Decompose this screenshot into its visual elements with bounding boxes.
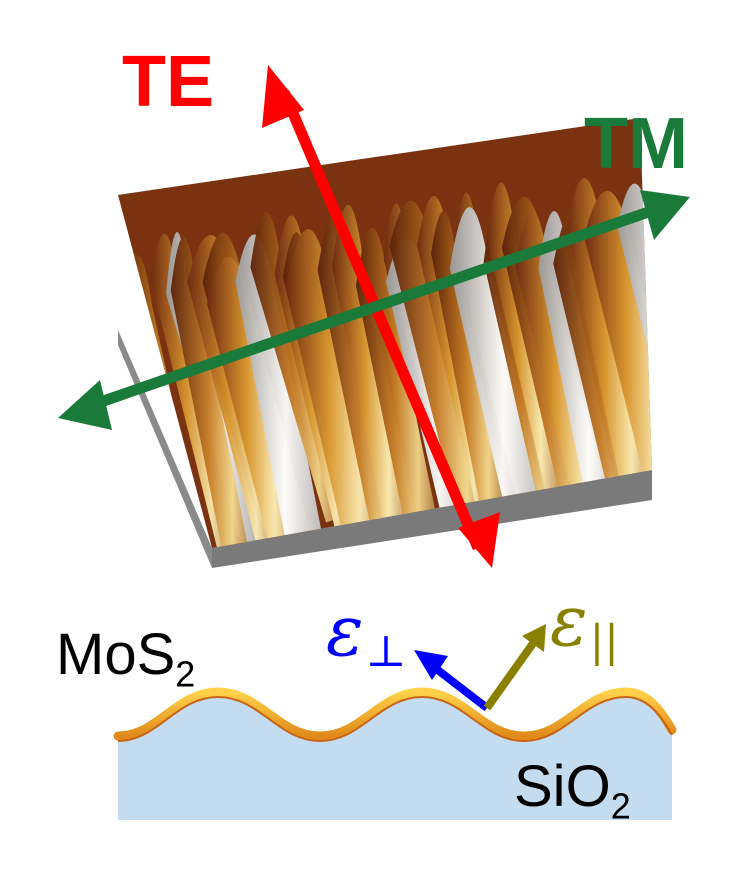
sio2-substrate [118,692,672,820]
tm-polarization-arrow [58,190,690,430]
mos2-label-sub: 2 [175,653,196,695]
mos2-label-base: MoS [56,622,176,687]
surface-ridge [431,210,520,548]
mos2-label: MoS2 [56,626,195,693]
eps-perp-arrow [414,650,490,712]
surface-ridge [617,183,652,499]
te-polarization-arrow [262,65,500,568]
surface-ridge [449,207,557,548]
te-label: TE [122,42,215,122]
eps-perp-label: ε⊥ [326,596,406,674]
eps-perp-base: ε [326,590,364,672]
eps-par-base: ε [550,580,588,662]
surface-base-block [212,470,652,568]
sio2-label: SiO2 [514,758,631,825]
eps-parallel-arrow [483,624,546,711]
mos2-layer [113,687,677,741]
eps-par-symbol: || [589,616,619,667]
tm-label: TM [584,104,688,184]
sio2-label-sub: 2 [610,785,631,827]
surface-ridge [235,234,336,548]
eps-perp-symbol: ⊥ [365,626,407,677]
eps-par-label: ε|| [550,586,619,664]
cross-section [113,687,677,820]
afm-surface [118,118,652,568]
sio2-label-base: SiO [514,754,611,819]
surface-ridge [583,190,652,538]
